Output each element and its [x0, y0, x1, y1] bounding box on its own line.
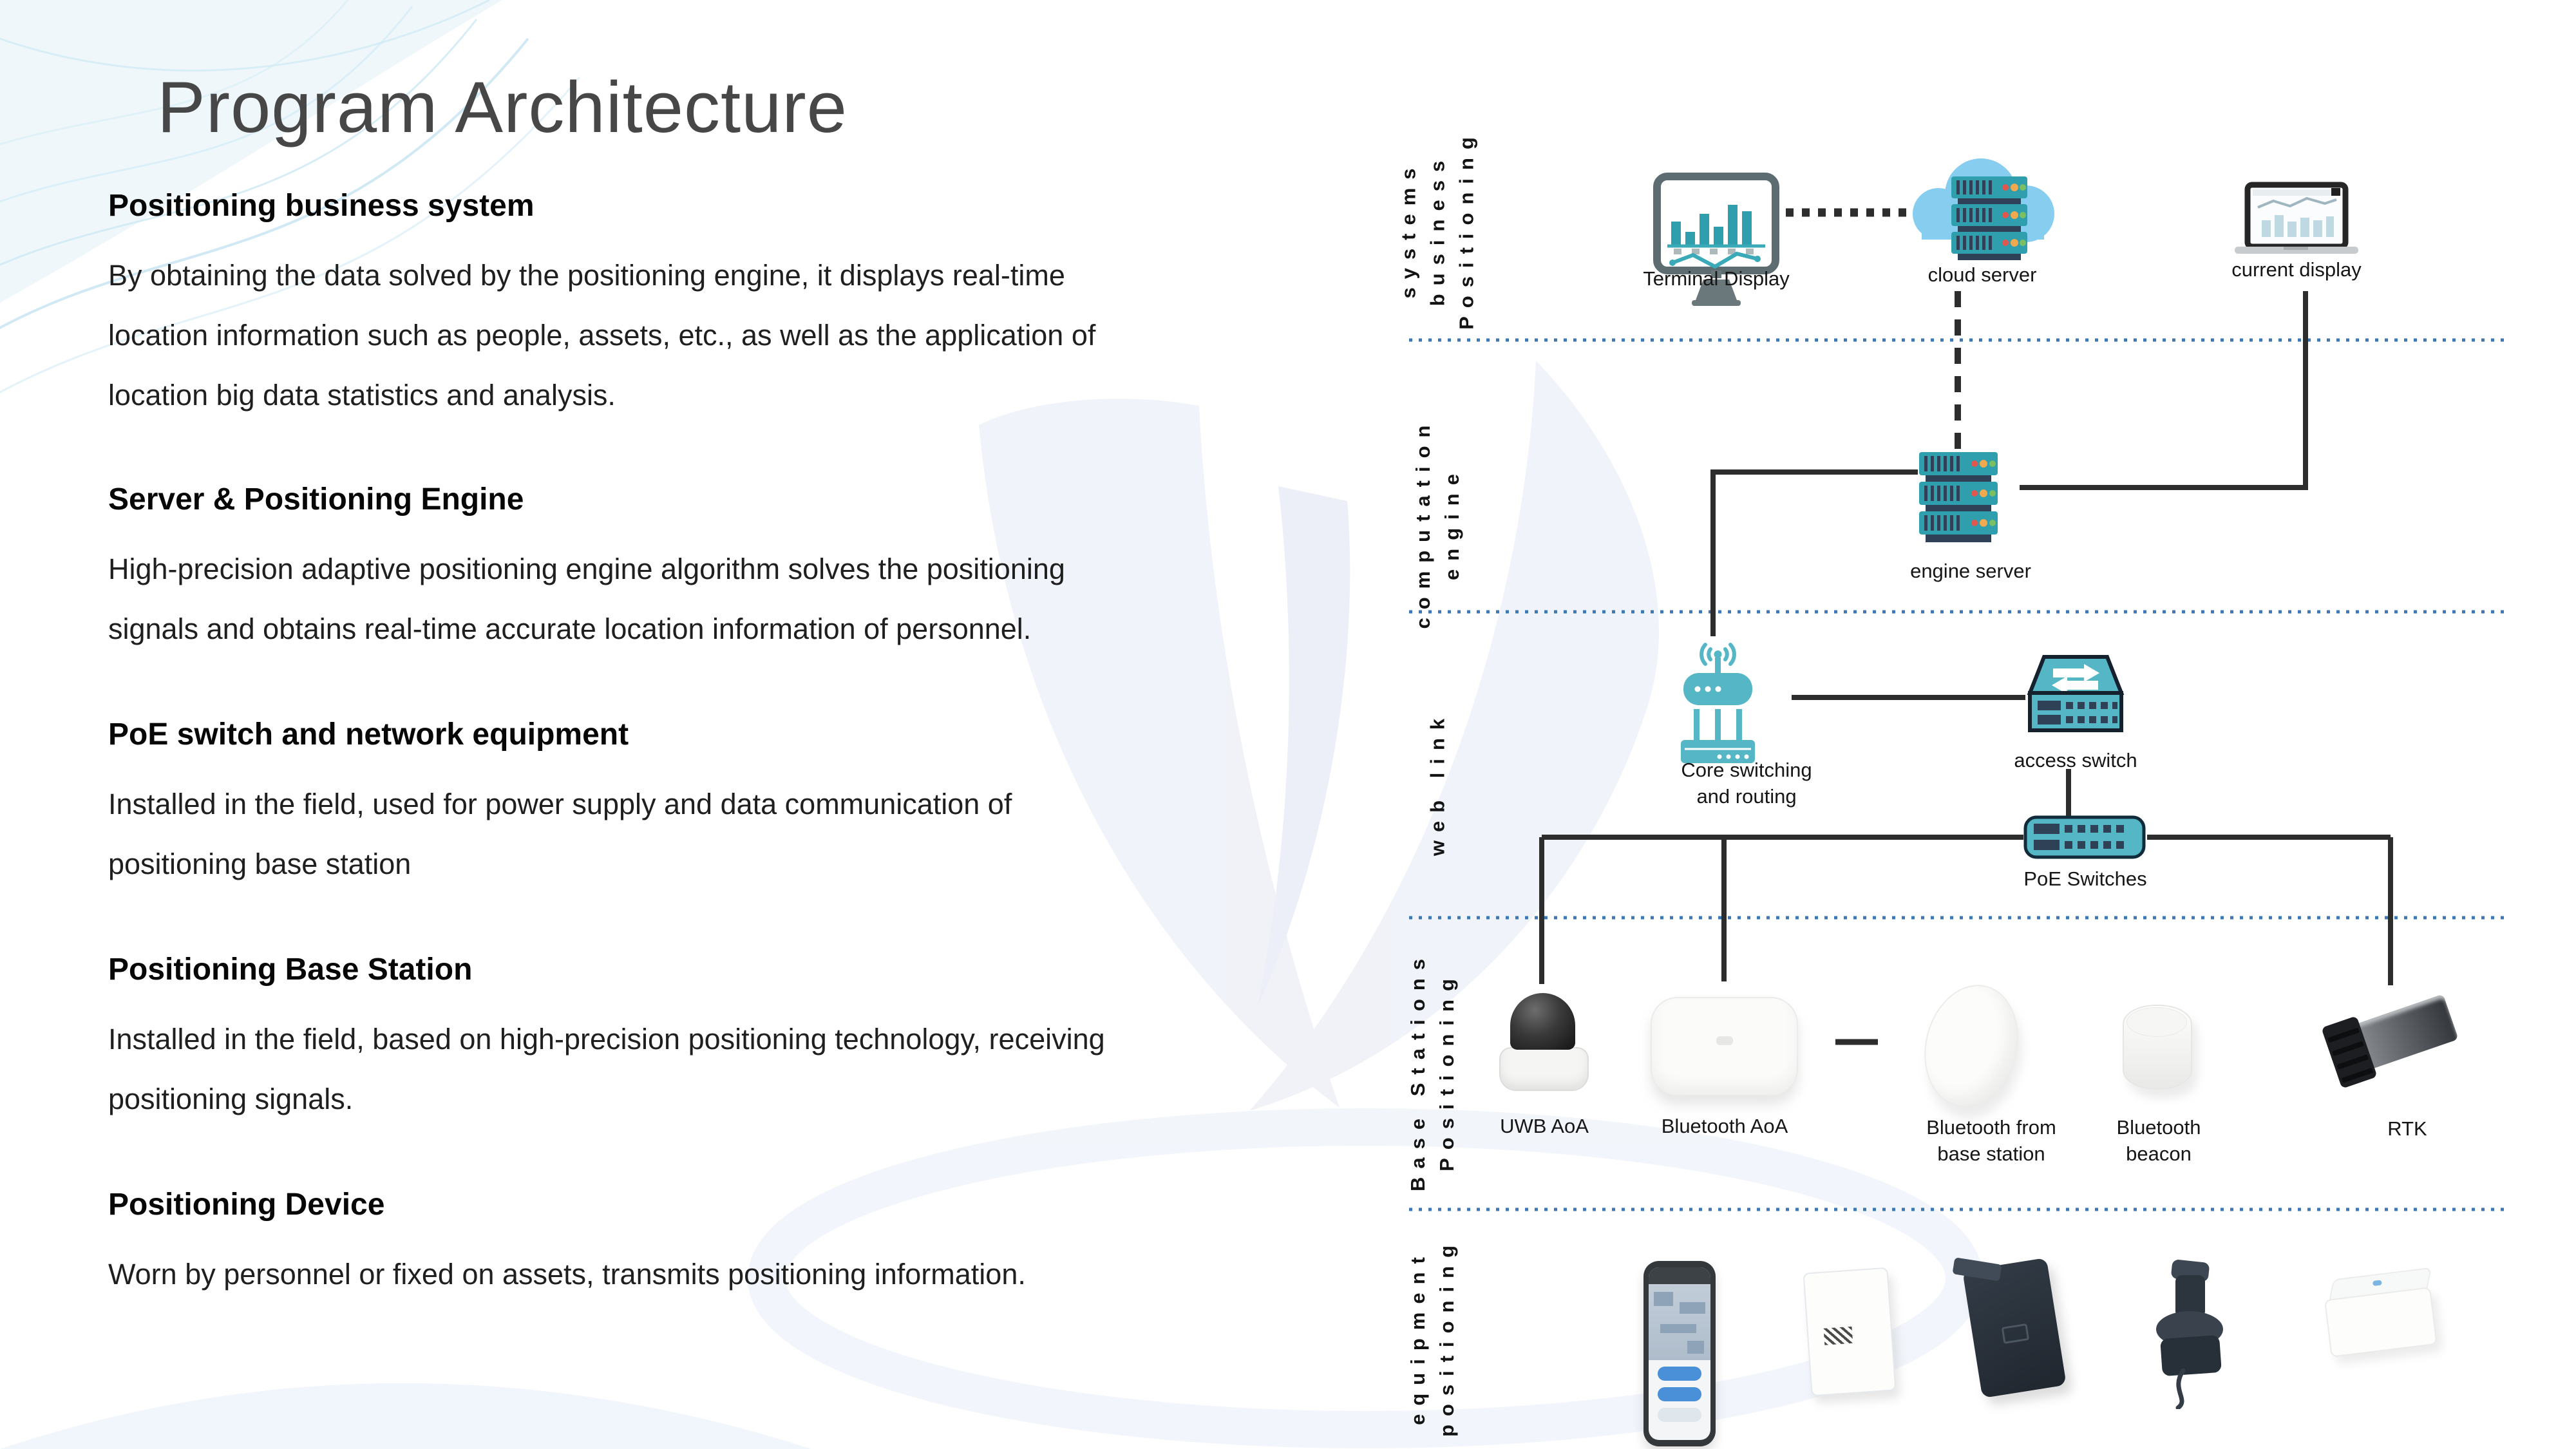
bluetooth-beacon-icon [2123, 1005, 2192, 1090]
ap-logo-dot [1716, 1036, 1733, 1045]
section-heading: Positioning business system [108, 189, 535, 223]
access-switch-icon [2027, 655, 2125, 732]
terminal-display-icon [1653, 173, 1779, 306]
section-body: Installed in the field, based on high-pr… [108, 1023, 1105, 1115]
rtk-label: RTK [2387, 1117, 2427, 1140]
current-display-icon [2235, 182, 2358, 254]
equipment-badge-photo [1952, 1257, 2067, 1399]
section-positioning-device: Positioning Device Worn by personnel or … [108, 1187, 1383, 1304]
section-body: Installed in the field, used for power s… [108, 788, 1012, 880]
cloud-server-icon [1913, 158, 2054, 260]
section-heading: Server & Positioning Engine [108, 482, 524, 516]
uwb-aoa-icon [1499, 993, 1589, 1091]
layer-label-web-link: web link [1426, 710, 1449, 857]
section-heading: Positioning Device [108, 1188, 385, 1222]
section-heading: Positioning Base Station [108, 952, 473, 987]
section-body: High-precision adaptive positioning engi… [108, 553, 1065, 645]
engine-server-label: engine server [1910, 560, 2031, 582]
access-switch-label: access switch [2014, 749, 2137, 772]
bluetooth-aoa-label: Bluetooth AoA [1661, 1115, 1788, 1137]
cloud-server-racks [1951, 176, 2027, 260]
beacon-top-face [2126, 1007, 2187, 1037]
current-display-label: current display [2231, 258, 2362, 281]
poe-switches-icon [2023, 815, 2146, 859]
equipment-card-tag-photo [1803, 1267, 1897, 1397]
poe-switches-label: PoE Switches [2023, 867, 2147, 890]
core-router-icon [1681, 643, 1755, 763]
equipment-wearable-photo [2138, 1259, 2241, 1409]
section-positioning-business-system: Positioning business system By obtaining… [108, 188, 1383, 425]
wires [1539, 208, 2393, 1045]
uwb-aoa-label: UWB AoA [1500, 1115, 1589, 1137]
cloud-server-label: cloud server [1927, 263, 2037, 286]
section-poe-switch: PoE switch and network equipment Install… [108, 717, 1383, 894]
section-server-positioning-engine: Server & Positioning Engine High-precisi… [108, 482, 1383, 659]
terminal-display-label: Terminal Display [1643, 267, 1790, 290]
equipment-white-box-photo [2322, 1267, 2438, 1358]
wearable-cable [2175, 1368, 2186, 1409]
section-positioning-base-station: Positioning Base Station Installed in th… [108, 952, 1383, 1129]
section-body: By obtaining the data solved by the posi… [108, 259, 1096, 412]
equipment-smartphone-photo [1643, 1261, 1716, 1446]
bluetooth-aoa-icon [1651, 997, 1798, 1096]
engine-server-icon [1919, 452, 1998, 542]
rtk-icon [2321, 986, 2470, 1107]
section-heading: PoE switch and network equipment [108, 717, 629, 752]
section-body: Worn by personnel or fixed on assets, tr… [108, 1258, 1026, 1291]
bluetooth-base-station-icon [1911, 974, 2031, 1117]
page-title: Program Architecture [157, 67, 848, 147]
